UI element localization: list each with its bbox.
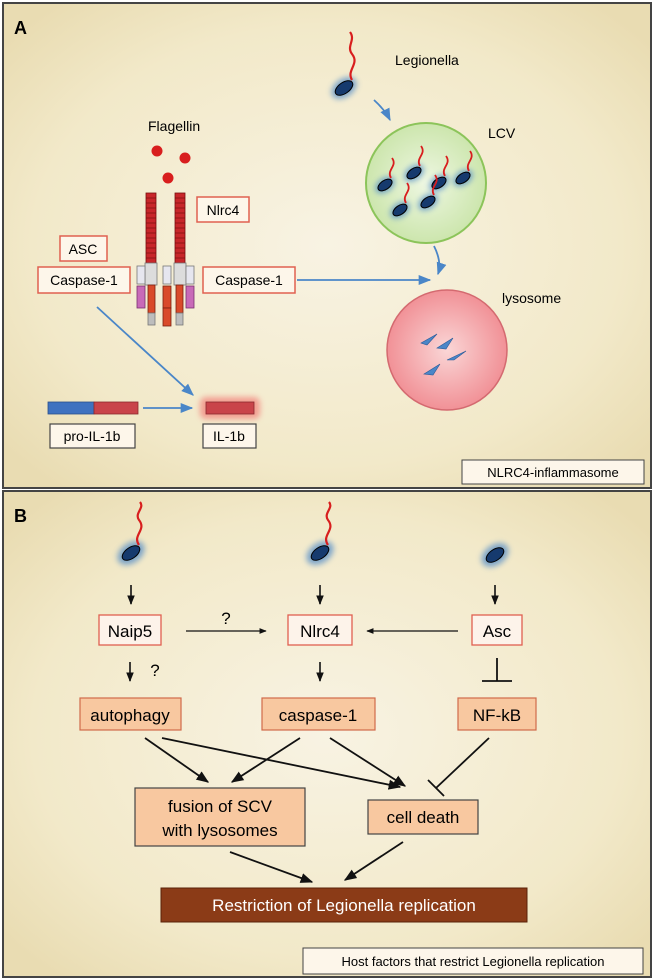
caspase1-label-left: Caspase-1 [50,272,118,288]
lcv-label: LCV [488,125,516,141]
panel-b-caption-box [302,947,644,975]
nlrc4-label: Nlrc4 [207,202,240,218]
autophagy-label: autophagy [90,706,170,725]
nlrc4-receptor-left [136,192,158,326]
il1b-label: IL-1b [213,428,245,444]
nlrc4-receptor-right [162,192,195,327]
caspase1-label-b: caspase-1 [279,706,357,725]
pro-il1b-bar-blue [47,401,95,415]
flagellin-dot [162,172,174,184]
lysosome-label: lysosome [502,290,561,306]
legionella-bacterium-left [117,501,145,565]
flagellin-dot [151,145,163,157]
caspase1-box-b [261,697,376,731]
fusion-label-line2: with lysosomes [161,821,277,840]
fusion-box [134,787,306,847]
restriction-box [160,887,528,923]
panel-a-caption-box [461,459,645,485]
pro-il1b-box [49,423,136,449]
asc-box [59,235,108,262]
panel-b-letter: B [14,506,27,526]
nfkb-box [457,697,537,731]
flagellin-dot [179,152,191,164]
arrow-autophagy-to-celldeath [161,737,402,790]
asc-box-b [471,614,523,646]
question-mark-side: ? [150,661,159,680]
legionella-bacterium [331,31,357,99]
caspase1-box-mid [202,266,296,294]
inhibition-nfkb-celldeath [427,737,490,797]
arrow-celldeath-to-restriction [343,841,404,881]
nlrc4-box-b [287,614,353,646]
flagellin-label: Flagellin [148,118,200,134]
cell-death-label: cell death [387,808,460,827]
caspase1-box-left [37,266,131,294]
degraded-bacteria [420,333,467,376]
il1b-bar [205,401,255,415]
arrow-fusion-to-restriction [229,851,314,883]
legionella-bacterium-right [481,543,509,567]
restriction-label: Restriction of Legionella replication [212,896,476,915]
pro-il1b-bar-red [93,401,139,415]
arrow-lcv-to-lysosome [433,245,447,276]
pro-il1b-label: pro-IL-1b [64,428,121,444]
lysosome [386,289,508,411]
inhibition-asc-nfkb [482,658,512,682]
legionella-bacterium-middle [306,501,334,565]
arrow-caspase1-to-fusion [230,737,301,783]
nlrc4-box [196,196,250,223]
il1b-box [202,423,257,449]
nfkb-label: NF-kB [473,706,521,725]
panel-b-caption: Host factors that restrict Legionella re… [341,954,604,969]
nlrc4-label-b: Nlrc4 [300,622,340,641]
arrow-caspase1-to-celldeath [329,737,407,787]
naip5-label: Naip5 [108,622,152,641]
arrow-autophagy-to-fusion [144,737,210,783]
legionella-label: Legionella [395,52,459,68]
lcv-bacteria [375,145,473,219]
naip5-box [98,614,162,646]
caspase1-label-mid: Caspase-1 [215,272,283,288]
panel-a-caption: NLRC4-inflammasome [487,465,618,480]
asc-label-b: Asc [483,622,512,641]
fusion-label-line1: fusion of SCV [168,797,273,816]
autophagy-box [79,697,182,731]
arrow-caspase-to-il1b [96,306,194,396]
question-mark-top: ? [221,609,230,628]
cell-death-box [367,799,479,835]
arrow-legionella-to-lcv [373,99,391,122]
asc-label: ASC [69,241,98,257]
panel-a-letter: A [14,18,27,38]
